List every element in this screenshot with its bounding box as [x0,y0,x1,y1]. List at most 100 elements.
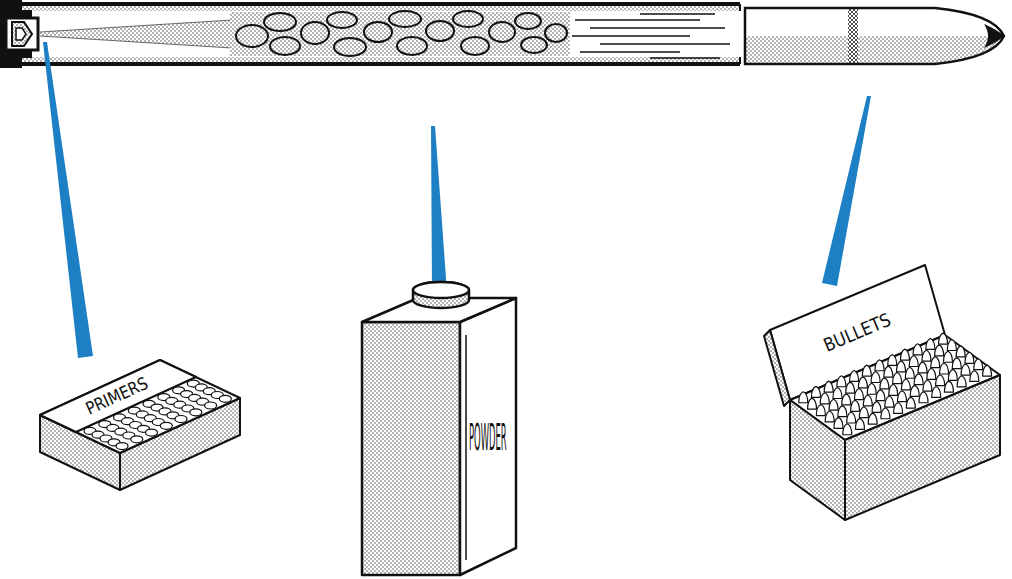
bullet-tip [837,376,846,387]
bullet-tip [799,392,808,403]
cartridge-case-part [20,4,740,64]
primers-box [40,360,240,490]
bullet-tip [923,380,932,391]
bullet-tip [838,406,847,417]
powder-gas-cloud-part [515,13,541,29]
bullet-tip [931,357,940,368]
speed-lines-part [580,51,680,53]
bullet-tip [974,359,983,370]
powder-gas-cloud-part [230,12,570,56]
primers-box-part [40,360,196,432]
powder-gas-cloud-part [426,21,454,41]
primer-cap [190,409,202,416]
powder-can-part [460,298,516,575]
bullet-tip [834,417,843,428]
bullet-tip [906,397,915,408]
bullet-tip [855,418,864,429]
leader-line-part [431,126,447,292]
bullet-part [745,8,1004,64]
powder-can-part [413,282,469,298]
bullet-tip [914,374,923,385]
bullet-tip [876,390,885,401]
can-label: POWDER [469,418,507,456]
bullet-tip [913,344,922,355]
bullet-tip [926,338,935,349]
primers-box-part [40,360,240,453]
bullets-box-part [764,330,790,406]
powder-gas-cloud-part [264,13,296,31]
bullet-tip [875,360,884,371]
powder-gas-cloud-part [389,11,421,27]
powder-gas-cloud-part [489,22,515,42]
bullet-tip [957,376,966,387]
bullet-tip [842,394,851,405]
primer-part [12,22,32,46]
bullet-tip [961,364,970,375]
speed-lines-part [572,35,690,37]
bullet-tip [868,413,877,424]
bullet-tip [965,352,974,363]
bullet-tip [847,412,856,423]
powder-gas-cloud-part [270,37,300,55]
bullet-tip [947,340,956,351]
primer-part [6,18,38,50]
powder-gas-cloud-part [397,37,427,55]
bullet-tip [858,377,867,388]
bullet-tip [919,392,928,403]
bullet-part [745,8,1004,64]
cartridge-case-part [739,4,741,64]
bullet-tip [871,372,880,383]
bullet-tip [850,370,859,381]
bullets-box-part [845,375,1000,520]
bullets-box-part [790,400,845,520]
primer [6,18,38,50]
primer-cap [146,429,158,436]
primer-cap [205,402,217,409]
speed-lines-part [590,27,725,29]
bullet-tip [935,345,944,356]
bullet-tip [898,391,907,402]
bullet-tip [901,379,910,390]
bullet-tip [970,370,979,381]
bullet-tip [885,396,894,407]
bullet-tip [816,405,825,416]
bullet-tip [854,389,863,400]
bullet-tip [859,407,868,418]
primer-flash-part [40,20,232,48]
bullet-tip [808,398,817,409]
powder-gas-cloud-part [334,38,366,56]
bullets-box [764,265,1000,520]
bullet-tip [932,386,941,397]
bullet-tip [927,368,936,379]
bullet-part [984,24,1004,48]
cartridge-case [0,0,740,68]
bullet-tip [824,381,833,392]
bullet-tip [881,408,890,419]
powder-can [362,282,516,575]
bullet [745,8,1004,64]
powder-gas-cloud-part [364,22,392,42]
primer-cap [116,443,128,450]
bullet-tip [918,362,927,373]
bullet-tip [893,373,902,384]
cartridge-case-part [20,4,740,64]
bullet-tip [867,383,876,394]
bullet-tip [884,366,893,377]
primer-cap [160,422,172,429]
powder-gas-cloud-part [545,24,567,42]
primer-part [16,28,26,40]
bullet-tip [952,358,961,369]
bullet-tip [872,401,881,412]
powder-gas-cloud-part [461,37,489,55]
bullet-tip [910,385,919,396]
speed-lines-part [575,19,700,21]
bullet-tip [829,399,838,410]
bullet-tip [862,365,871,376]
powder-can-part [465,335,467,560]
bullet-tip [944,381,953,392]
bullet-tip [863,395,872,406]
bullet-tip [843,424,852,435]
primers-box-part [84,380,231,450]
bullet-tip [922,350,931,361]
